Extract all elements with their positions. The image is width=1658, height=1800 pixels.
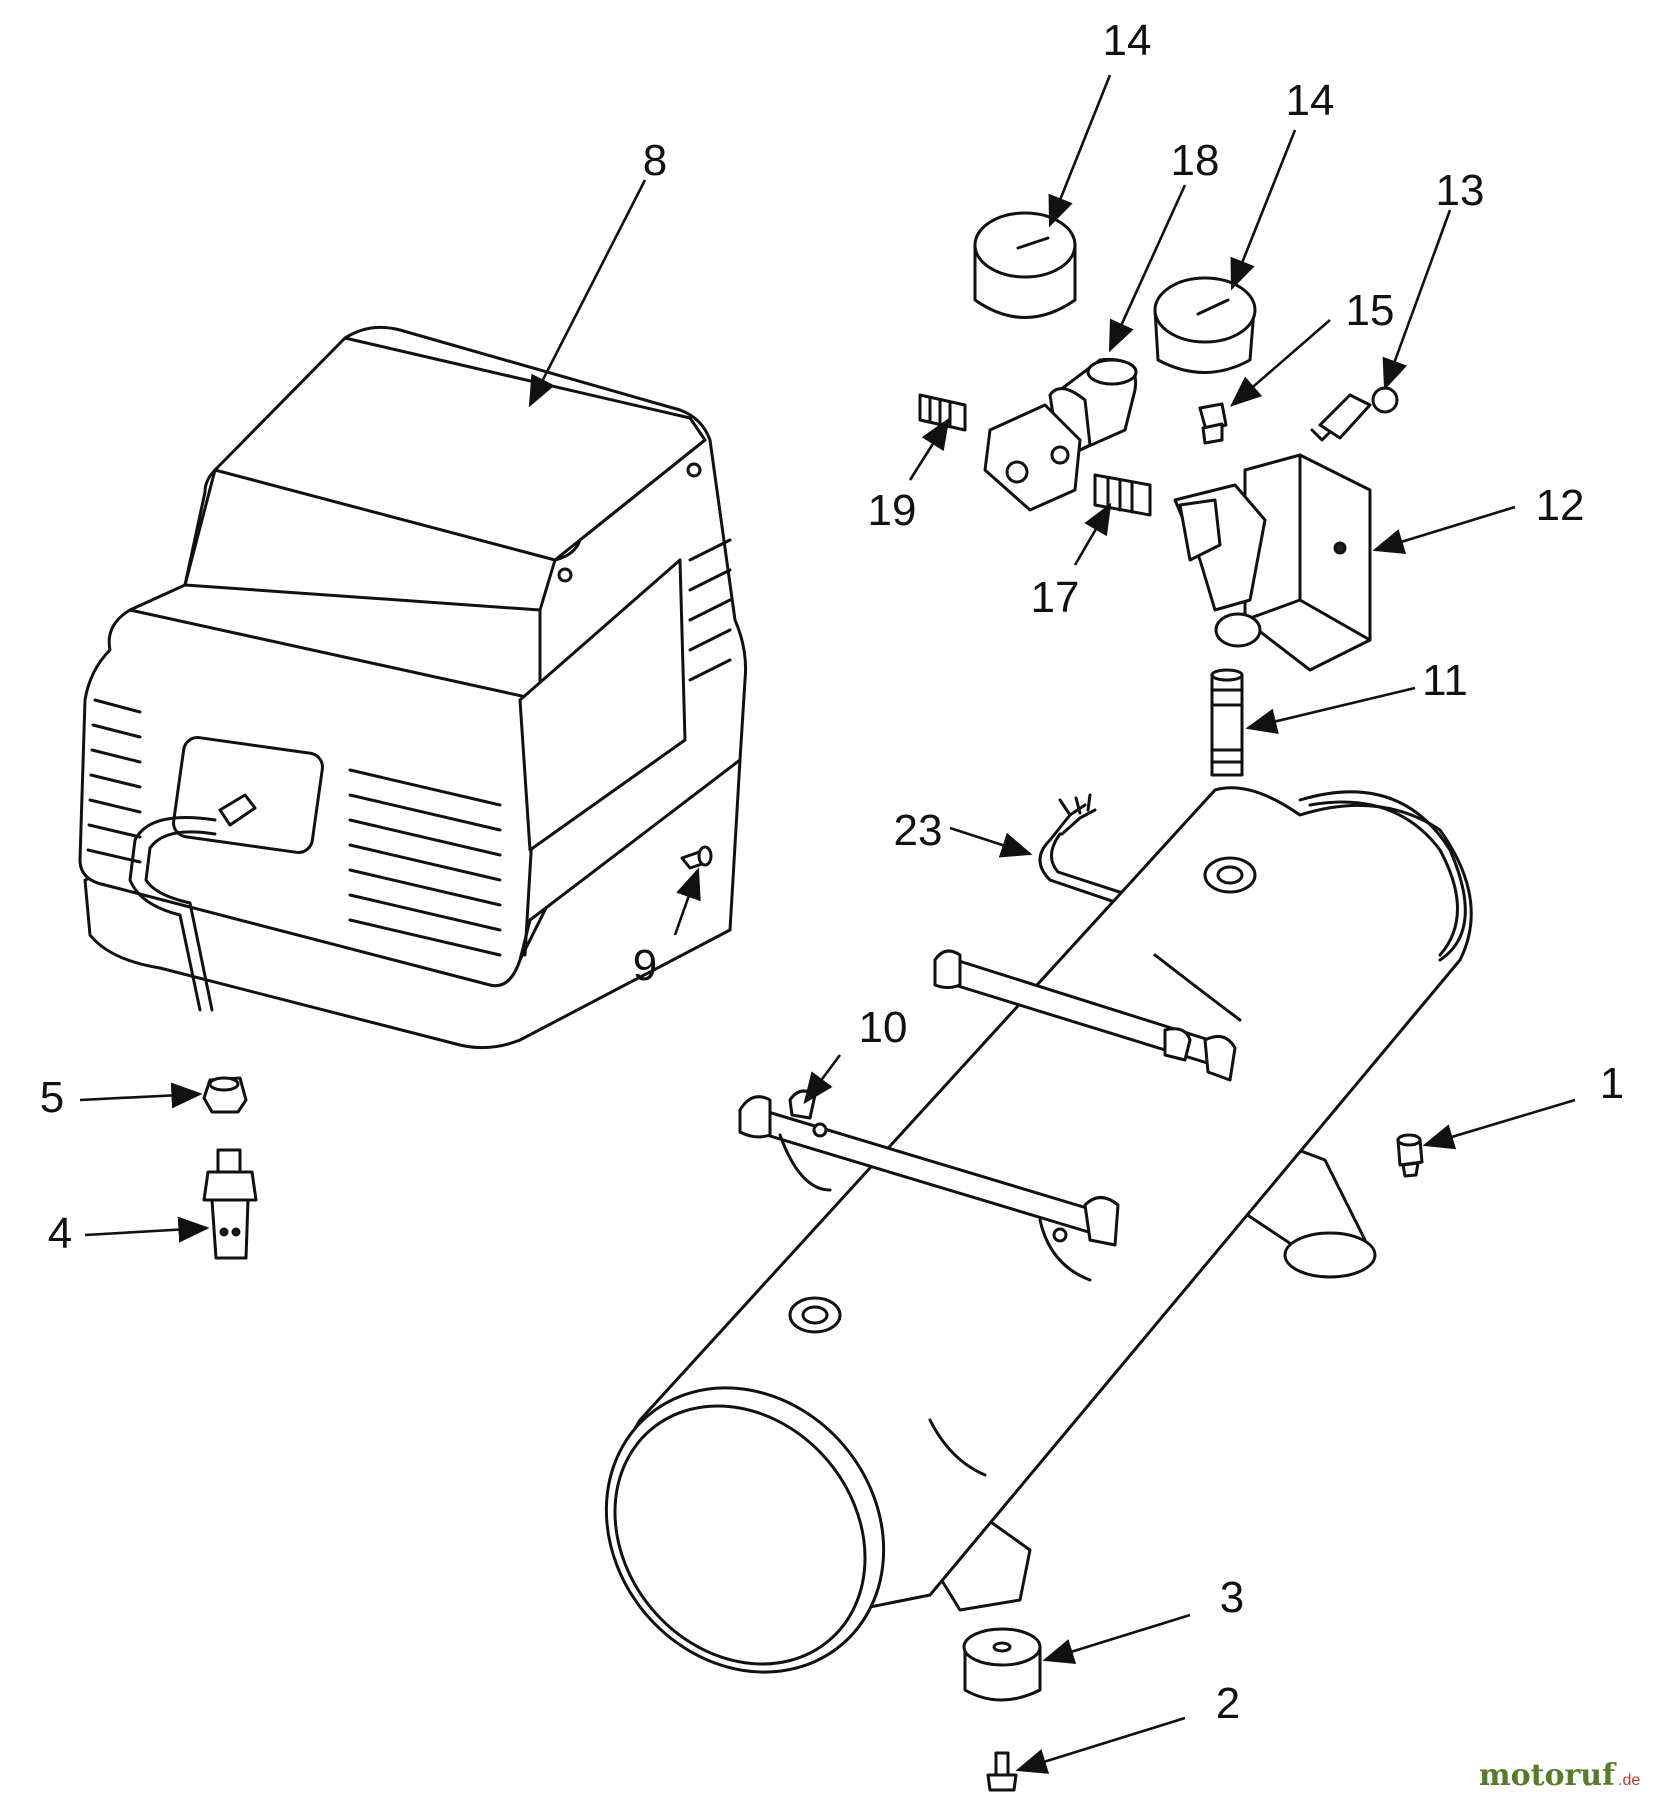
safety-valve-part xyxy=(1310,386,1399,442)
nipple-part-11 xyxy=(1210,668,1244,777)
plug-part-15 xyxy=(1198,402,1228,445)
regulator-part xyxy=(983,357,1138,512)
leader-23 xyxy=(949,826,1033,858)
leader-14b xyxy=(1230,129,1297,291)
bolt-part-2 xyxy=(986,1751,1018,1792)
callout-19: 19 xyxy=(868,486,917,535)
leader-3 xyxy=(1042,1613,1191,1664)
callout-14a: 14 xyxy=(1103,16,1152,65)
watermark-brand: motoruf xyxy=(1479,1758,1617,1793)
callout-8: 8 xyxy=(643,136,667,185)
pressure-gauge-right xyxy=(1153,276,1257,374)
pressure-switch-part xyxy=(1173,453,1372,672)
callout-18: 18 xyxy=(1171,136,1220,185)
leader-18 xyxy=(1108,184,1187,353)
callout-15: 15 xyxy=(1346,286,1395,335)
callout-1: 1 xyxy=(1600,1059,1624,1108)
mounting-bracket-rear xyxy=(933,949,1237,1082)
rubber-foot-part xyxy=(962,1627,1042,1702)
callout-13: 13 xyxy=(1436,166,1485,215)
leader-9 xyxy=(673,867,701,936)
leader-lines xyxy=(79,74,1576,1774)
leader-15 xyxy=(1230,319,1331,407)
callout-4: 4 xyxy=(48,1209,72,1258)
leader-2 xyxy=(1015,1716,1186,1774)
callout-3: 3 xyxy=(1220,1573,1244,1622)
callout-2: 2 xyxy=(1216,1679,1240,1728)
pressure-gauge-left xyxy=(973,211,1077,319)
leader-4 xyxy=(84,1216,210,1243)
callout-17: 17 xyxy=(1031,573,1080,622)
watermark-logo: motoruf .de xyxy=(1479,1758,1641,1793)
leader-1 xyxy=(1422,1098,1576,1150)
leader-5 xyxy=(79,1082,203,1109)
leader-13 xyxy=(1382,209,1452,391)
callout-11: 11 xyxy=(1422,656,1468,705)
leader-11 xyxy=(1245,686,1416,734)
check-valve-part xyxy=(202,1148,258,1260)
compressor-shroud xyxy=(78,325,747,1050)
nipple-part-19 xyxy=(918,393,967,432)
callout-12: 12 xyxy=(1536,481,1585,530)
watermark-suffix: .de xyxy=(1618,1772,1640,1789)
nipple-part-17 xyxy=(1093,473,1152,517)
leader-10 xyxy=(803,1054,842,1105)
leader-14a xyxy=(1048,74,1112,228)
callout-9: 9 xyxy=(633,941,657,990)
callout-numbers: 8 14 14 18 13 15 19 12 17 11 23 9 10 1 5… xyxy=(40,16,1624,1728)
leader-12 xyxy=(1372,505,1516,555)
leader-19 xyxy=(908,417,950,481)
leader-8 xyxy=(528,179,647,408)
screw-part-9 xyxy=(680,845,713,870)
nut-part xyxy=(202,1076,248,1114)
leader-17 xyxy=(1073,502,1112,566)
callout-14b: 14 xyxy=(1286,76,1335,125)
callout-5: 5 xyxy=(40,1073,64,1122)
callout-23: 23 xyxy=(894,806,943,855)
svg-text:motoruf: motoruf xyxy=(1479,1758,1617,1793)
drain-plug-part-1 xyxy=(1396,1133,1424,1178)
callout-10: 10 xyxy=(859,1003,908,1052)
